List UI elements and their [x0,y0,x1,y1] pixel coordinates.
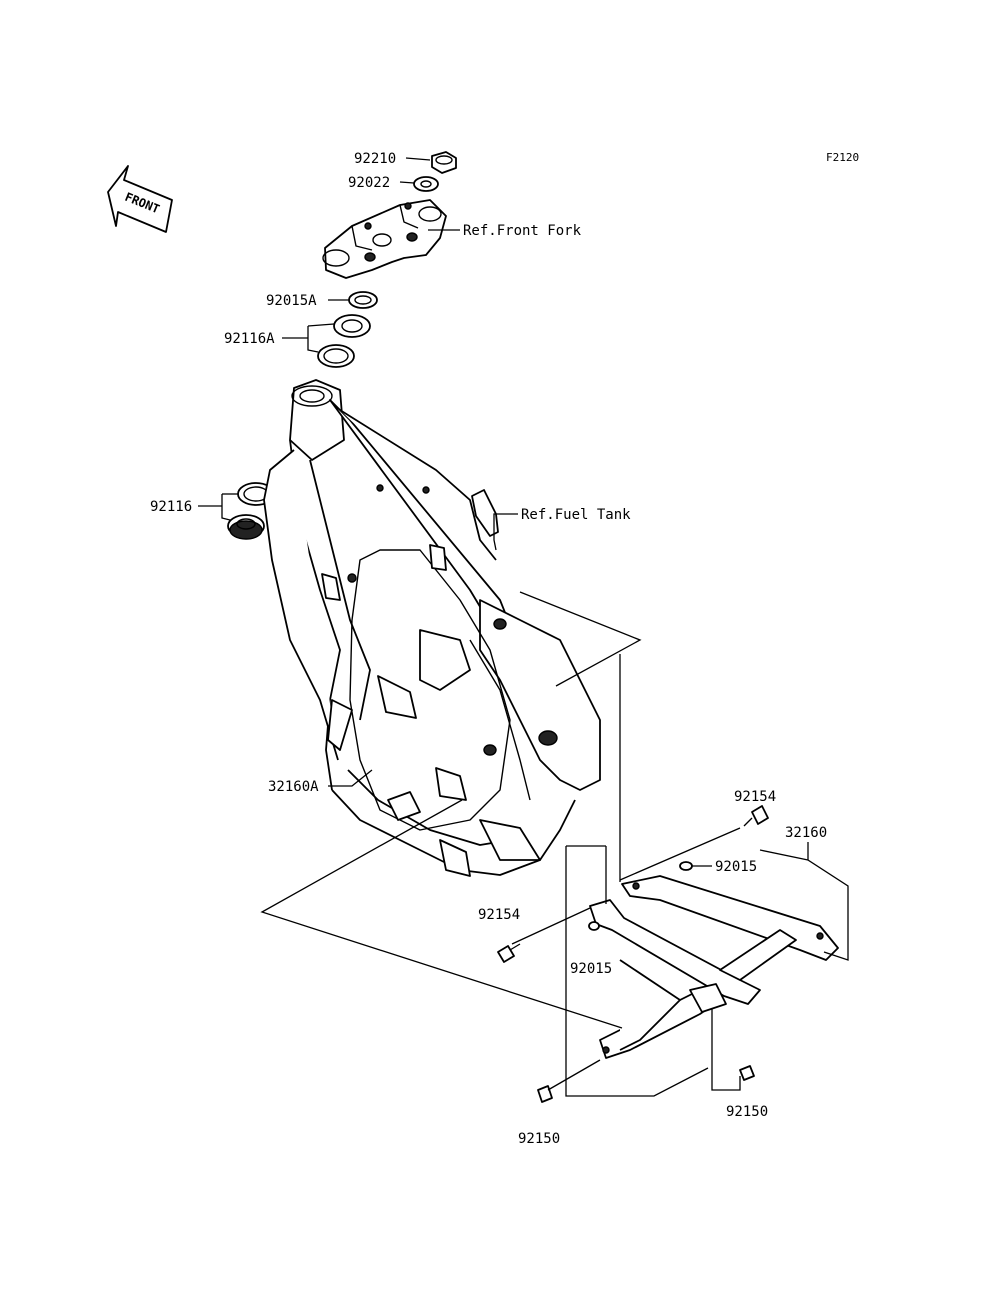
label-92015a[interactable]: 92015A [266,293,317,309]
washer-part[interactable] [413,176,439,192]
bolt-92154-top-part[interactable] [743,805,769,827]
stem-seal-part[interactable] [348,291,378,309]
label-32160a[interactable]: 32160A [268,779,319,795]
leader-lines [198,157,849,1097]
label-92150-bottom[interactable]: 92150 [518,1131,560,1147]
label-ref-fuel-tank[interactable]: Ref.Fuel Tank [521,507,631,523]
label-92022[interactable]: 92022 [348,175,390,191]
label-92150-right[interactable]: 92150 [726,1104,768,1120]
subframe-part[interactable] [589,875,839,1059]
label-92015-bottom[interactable]: 92015 [570,961,612,977]
main-frame-part[interactable] [263,379,601,877]
bolt-92015-bottom-part[interactable] [588,921,600,931]
upper-bearing-part[interactable] [317,314,371,368]
label-92210[interactable]: 92210 [354,151,396,167]
front-arrow-icon: FRONT [107,165,173,233]
label-32160[interactable]: 32160 [785,825,827,841]
upper-triple-clamp-part[interactable] [322,199,447,279]
label-92116[interactable]: 92116 [150,499,192,515]
bolt-92150-right-part[interactable] [739,1065,755,1081]
label-92116a[interactable]: 92116A [224,331,275,347]
bolt-92015-right-part[interactable] [679,861,693,871]
label-92154-top[interactable]: 92154 [734,789,776,805]
diagram-code: F2120 [826,151,859,164]
label-ref-front-fork[interactable]: Ref.Front Fork [463,223,582,239]
bolt-92154-left-part[interactable] [497,943,521,963]
label-92154-left[interactable]: 92154 [478,907,520,923]
label-92015-right[interactable]: 92015 [715,859,757,875]
stem-nut-part[interactable] [431,151,457,174]
